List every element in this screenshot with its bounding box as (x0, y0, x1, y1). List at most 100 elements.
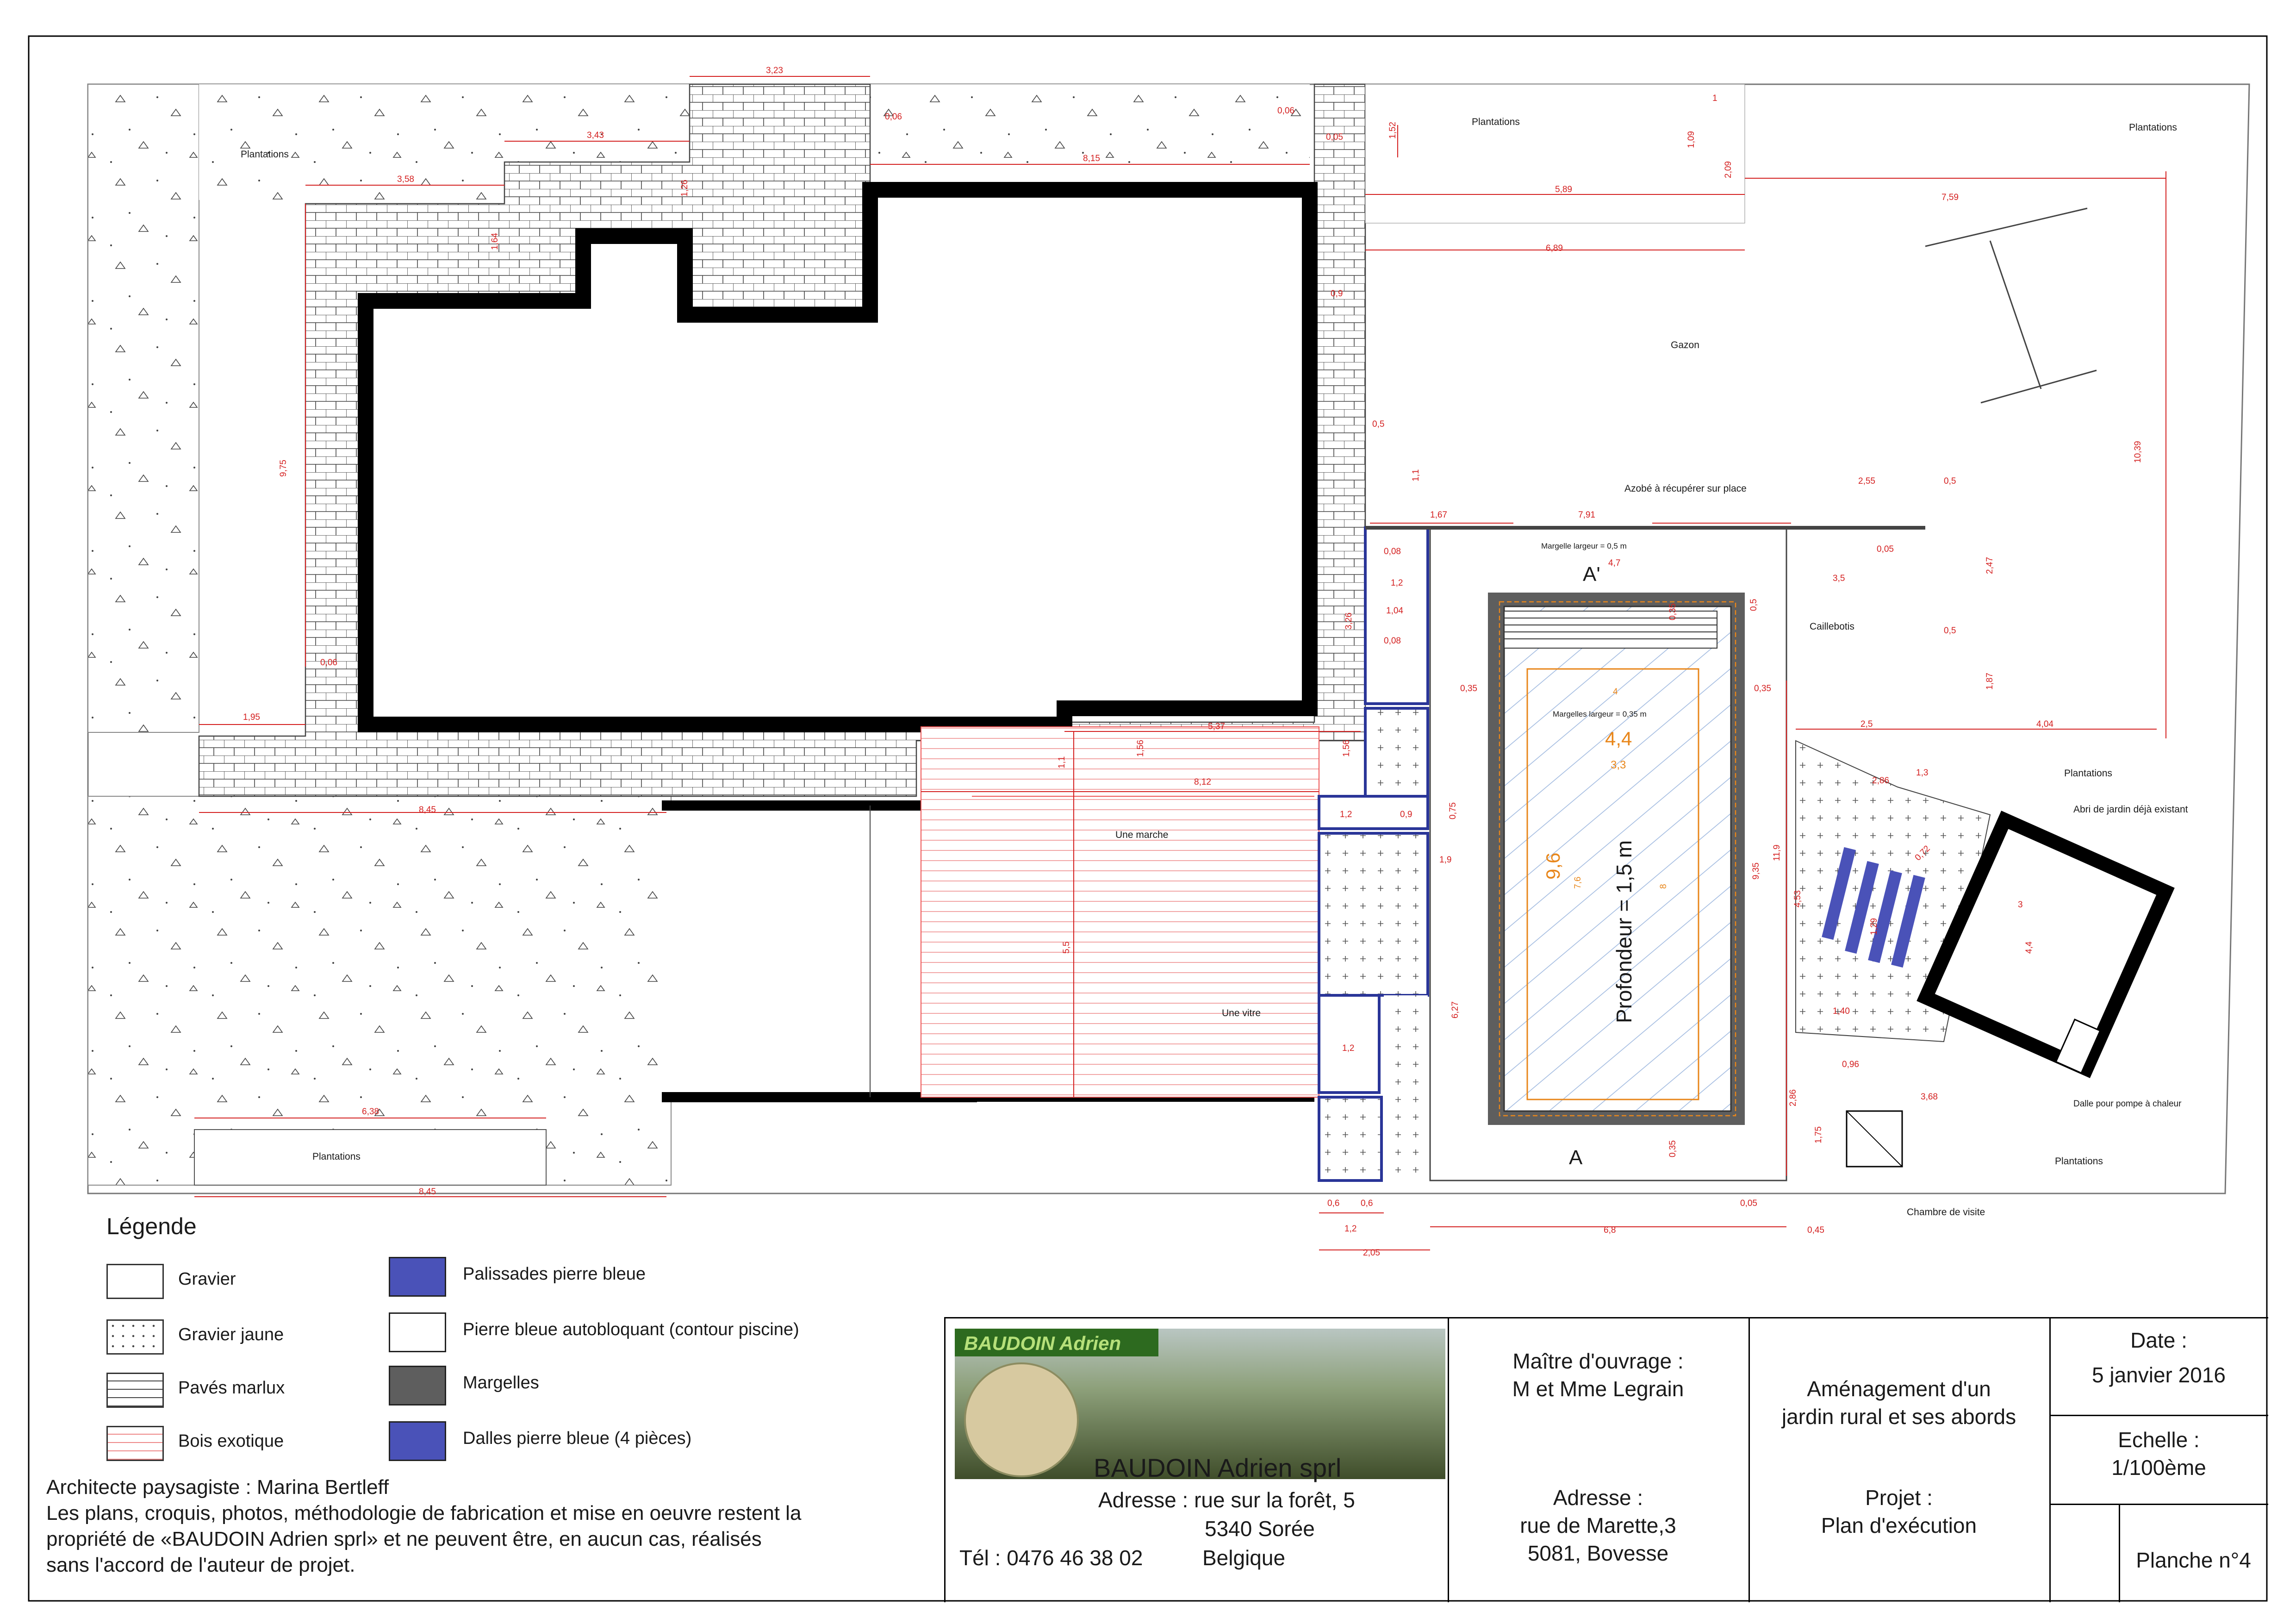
pool-length-label: 9,6 (1542, 853, 1564, 880)
gravel-yellow-2 (1318, 832, 1429, 997)
company-name: BAUDOIN Adrien sprl (1094, 1453, 1342, 1482)
dim-286b: 2,86 (1872, 776, 1889, 786)
dim-006b: 0,06 (1277, 106, 1294, 116)
dim-845a: 8,45 (419, 805, 436, 815)
owner-label: Maître d'ouvrage : (1512, 1349, 1684, 1373)
gravel-west (87, 84, 199, 733)
dim-845b: 8,45 (419, 1187, 436, 1197)
dim-05d: 0,5 (1749, 599, 1759, 611)
caillebotis-grating (1504, 611, 1717, 649)
dim-05b: 0,5 (1944, 476, 1956, 486)
dim-323: 3,23 (766, 66, 783, 75)
dim-47: 4,7 (1608, 558, 1620, 568)
blue-slab-1 (1318, 795, 1429, 830)
plan-labels: Plantations Plantations Plantations Plan… (241, 117, 2188, 1218)
dim-76: 7,6 (1573, 877, 1583, 889)
dim-035c: 0,35 (1668, 1140, 1678, 1157)
azobe-label: Azobé à récupérer sur place (1624, 483, 1747, 494)
gravel-yellow-4 (1318, 1096, 1383, 1182)
dim-156b: 1,56 (1342, 740, 1351, 757)
company-city: 5340 Sorée (1205, 1517, 1315, 1541)
une-marche-label: Une marche (1115, 830, 1168, 840)
notes-line: propriété de «BAUDOIN Adrien sprl» et ne… (46, 1528, 762, 1550)
une-vitre-label: Une vitre (1222, 1008, 1261, 1018)
dim-255: 2,55 (1858, 476, 1875, 486)
dim-035b: 0,35 (1754, 684, 1771, 693)
dim-006a: 0,06 (885, 112, 902, 122)
dim-19: 1,9 (1439, 855, 1451, 865)
site-address-2: 5081, Bovesse (1527, 1541, 1669, 1565)
garden-shed (1916, 811, 2175, 1078)
dimension-lines (194, 76, 2166, 1250)
dim-1039: 10,39 (2133, 441, 2143, 463)
plantations-e-label: Plantations (2064, 768, 2112, 779)
dim-05a: 0,5 (1372, 419, 1384, 429)
gravel-yellow-3 (1384, 995, 1428, 1181)
gravel-yellow-1 (1364, 707, 1429, 798)
legend-label: Pavés marlux (178, 1378, 285, 1398)
dim-44: 4,4 (2024, 941, 2034, 954)
scale-label: Echelle : (2118, 1428, 2200, 1452)
legend-label: Bois exotique (178, 1431, 284, 1451)
owner-name: M et Mme Legrain (1512, 1377, 1684, 1401)
dim-815: 8,15 (1083, 154, 1100, 163)
date-value: 5 janvier 2016 (2092, 1363, 2226, 1387)
plantations-top-label: Plantations (1472, 117, 1520, 127)
date-label: Date : (2130, 1328, 2187, 1352)
brand-badge (955, 1329, 1158, 1356)
dim-104: 1,04 (1386, 606, 1403, 616)
dim-129: 1,29 (1869, 918, 1879, 935)
dim-12a: 1,2 (1391, 578, 1403, 588)
dim-045: 0,45 (1807, 1225, 1824, 1235)
dim-167: 1,67 (1430, 510, 1447, 520)
dim-096: 0,96 (1842, 1060, 1859, 1069)
dim-205: 2,05 (1363, 1248, 1380, 1258)
project-label: Projet : (1865, 1486, 1933, 1510)
dim-343: 3,43 (587, 131, 604, 140)
copyright-notes: Architecte paysagiste : Marina Bertleff … (46, 1474, 953, 1578)
legend: Légende Gravier Gravier jaune Pavés marl… (106, 1213, 893, 1477)
dim-975: 9,75 (279, 460, 288, 477)
depth-label: Profondeur = 1,5 m (1612, 840, 1636, 1023)
sheet-frame (2119, 1504, 2270, 1602)
notes-line: sans l'accord de l'auteur de projet. (46, 1554, 355, 1576)
margelle-05-label: Margelle largeur = 0,5 m (1541, 542, 1627, 550)
caillebotis-label: Caillebotis (1810, 621, 1854, 632)
legend-label: Dalles pierre bleue (4 pièces) (463, 1429, 692, 1448)
brand-cell: BAUDOIN Adrien BAUDOIN Adrien sprl Adres… (946, 1318, 1449, 1602)
dim-627: 6,27 (1450, 1001, 1460, 1018)
dim-005b: 0,05 (1740, 1199, 1757, 1208)
dim-008b: 0,08 (1384, 636, 1401, 646)
abri-label: Abri de jardin déjà existant (2073, 804, 2188, 815)
plantations-nw-label: Plantations (241, 149, 289, 160)
dim-589: 5,89 (1555, 185, 1572, 194)
dim-09b: 0,9 (1400, 810, 1412, 819)
dim-286: 2,86 (1788, 1089, 1798, 1106)
divider (2049, 1415, 2268, 1416)
dim-12c: 1,2 (1342, 1043, 1354, 1053)
dim-075: 0,75 (1448, 802, 1458, 819)
dim-005c: 0,05 (1877, 544, 1894, 554)
gravel-swatch-icon (106, 1264, 164, 1299)
dim-13: 1,3 (1916, 768, 1928, 778)
project-value: Plan d'exécution (1821, 1513, 1977, 1537)
site-address-label: Adresse : (1553, 1486, 1643, 1510)
title-block: BAUDOIN Adrien BAUDOIN Adrien sprl Adres… (944, 1317, 2268, 1602)
white-stone-swatch-icon (389, 1312, 446, 1352)
company-phone: Tél : 0476 46 38 02 (959, 1546, 1143, 1570)
dim-005: 0,05 (1326, 132, 1343, 142)
dimension-values: 3,23 3,43 3,58 8,15 0,06 0,06 0,05 1 5,8… (243, 66, 2143, 1258)
pool-width-label: 4,4 (1605, 728, 1632, 750)
coping-swatch-icon (389, 1366, 446, 1405)
pool-margin-outline (1499, 601, 1736, 1117)
blue-palisade-1 (1364, 526, 1429, 705)
pool-inner-width-label: 3,3 (1611, 759, 1626, 771)
dim-326: 3,26 (1344, 612, 1354, 630)
notes-line: Les plans, croquis, photos, méthodologie… (46, 1502, 802, 1524)
owner-cell: Maître d'ouvrage : M et Mme Legrain Adre… (1448, 1318, 1750, 1602)
dim-453: 4,53 (1793, 890, 1803, 907)
dim-1: 1 (1712, 94, 1717, 103)
blue-palisade-swatch-icon (389, 1257, 446, 1297)
dim-247: 2,47 (1985, 557, 1995, 574)
dim-759: 7,59 (1941, 193, 1959, 202)
